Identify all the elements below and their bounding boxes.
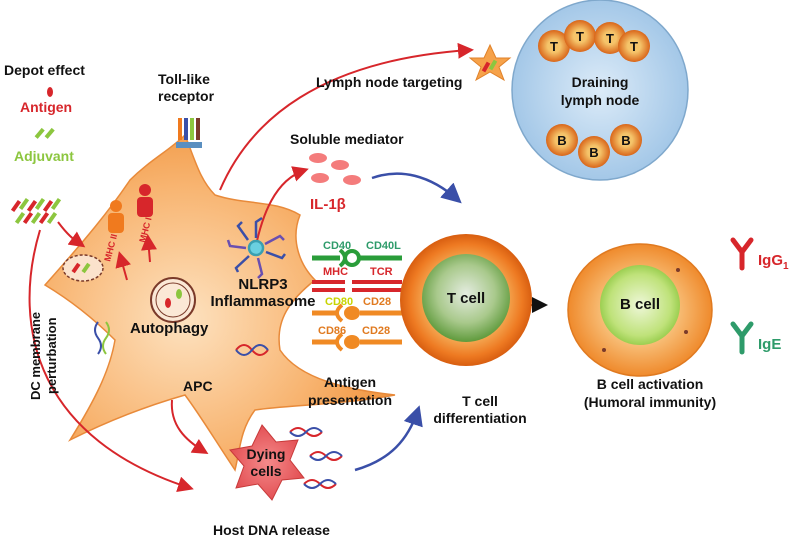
dying-cells-label-2: cells — [250, 463, 282, 479]
apc-label: APC — [183, 378, 213, 394]
released-dna-icons — [289, 427, 343, 489]
membrane-to-dna-arrow — [28, 229, 194, 492]
t-cell-label: T cell — [446, 290, 486, 307]
inflammasome-label: Inflammasome — [210, 293, 316, 310]
lymph-node-b-cells — [546, 124, 642, 168]
il1b-to-tcell-arrow — [371, 172, 462, 204]
il1b-molecules — [309, 153, 361, 185]
perturbation-label: perturbation — [44, 317, 59, 394]
cd28-label-b: CD28 — [362, 325, 391, 337]
adjuvant-icon — [34, 127, 55, 139]
dc-membrane-label: DC membrane — [28, 312, 43, 400]
dying-to-tcell-arrow — [354, 405, 423, 472]
igg1-antibody-icon — [730, 237, 754, 271]
t-cell-nucleus — [422, 254, 510, 342]
ln-t-letter-4: T — [630, 39, 638, 54]
ige-antibody-icon — [730, 321, 754, 355]
host-dna-release-label: Host DNA release — [213, 522, 330, 538]
mhc-ii-figure — [108, 200, 124, 233]
nlrp3-inflammasome-icon — [226, 216, 286, 279]
mhc-tcr-pair — [312, 280, 402, 292]
antigen-presentation-label-1: Antigen — [323, 374, 377, 390]
cd28-label-a: CD28 — [363, 296, 392, 308]
mhcii-arrow — [115, 251, 131, 281]
lymph-node-targeting-arrow — [219, 42, 474, 191]
depot-effect-label: Depot effect — [4, 62, 85, 78]
mhc-i-figure — [137, 184, 153, 217]
depot-cluster — [10, 197, 62, 225]
dying-cells-label-1: Dying — [246, 446, 286, 462]
endosome-vesicle — [62, 254, 104, 282]
b-cell-nucleus — [600, 265, 680, 345]
ln-b-letter-3: B — [621, 133, 630, 148]
draining-label: Draining — [571, 74, 629, 90]
b-cell-activation-label-2: (Humoral immunity) — [583, 394, 717, 410]
lymph-node-targeting-label: Lymph node targeting — [316, 74, 463, 90]
dying-cells-shape — [229, 424, 305, 501]
cd86-cd28-pair — [312, 332, 402, 352]
cd40l-label: CD40L — [366, 240, 401, 252]
toll-like-label: Toll-like — [158, 71, 210, 87]
antigen-icon — [47, 87, 53, 97]
apc-cell — [43, 133, 396, 472]
igg1-text: IgG — [758, 252, 783, 269]
cd80-label: CD80 — [325, 296, 354, 308]
cd86-label: CD86 — [318, 325, 347, 337]
ln-t-letter-2: T — [576, 29, 584, 44]
igg1-subscript: 1 — [783, 261, 789, 272]
antigen-presentation-label-2: presentation — [307, 392, 392, 408]
ln-t-letter-1: T — [550, 39, 558, 54]
membrane-dna-icon — [94, 321, 110, 355]
autophagy-label: Autophagy — [130, 320, 209, 337]
lymph-node-label: lymph node — [560, 92, 640, 108]
migrating-dc-icon — [468, 43, 512, 82]
apc-to-dying-arrow — [170, 399, 209, 455]
ln-t-letter-3: T — [606, 31, 614, 46]
soluble-mediator-label: Soluble mediator — [290, 131, 404, 147]
t-cell-diff-label-2: differentiation — [433, 410, 527, 426]
nlrp3-label: NLRP3 — [238, 276, 288, 293]
mhci-arrow — [141, 234, 157, 263]
tcr-label: TCR — [370, 266, 393, 278]
antigen-label: Antigen — [20, 99, 73, 115]
mhc-label: MHC — [323, 266, 349, 278]
autophagosome — [150, 277, 196, 323]
b-cell-activation-label-1: B cell activation — [596, 376, 704, 392]
lymph-node-t-cells — [538, 20, 650, 62]
ige-label: IgE — [758, 336, 782, 353]
adjuvant-label: Adjuvant — [14, 148, 74, 164]
cd40-label: CD40 — [323, 240, 352, 252]
toll-like-receptor-icon — [176, 118, 202, 148]
receptor-label: receptor — [158, 88, 215, 104]
ln-b-letter-2: B — [589, 145, 598, 160]
t-cell-diff-label-1: T cell — [462, 393, 498, 409]
il1b-label: IL-1β — [310, 196, 346, 213]
depot-to-apc-arrow — [57, 221, 86, 248]
ln-b-letter-1: B — [557, 133, 566, 148]
b-cell-label: B cell — [619, 296, 661, 313]
soluble-mediator-arrow — [254, 166, 309, 251]
igg1-label: IgG1 — [758, 252, 789, 272]
cd40-cd40l-pair — [312, 248, 402, 268]
apc-dna-icon — [235, 344, 269, 356]
cd80-cd28-pair — [312, 303, 402, 323]
